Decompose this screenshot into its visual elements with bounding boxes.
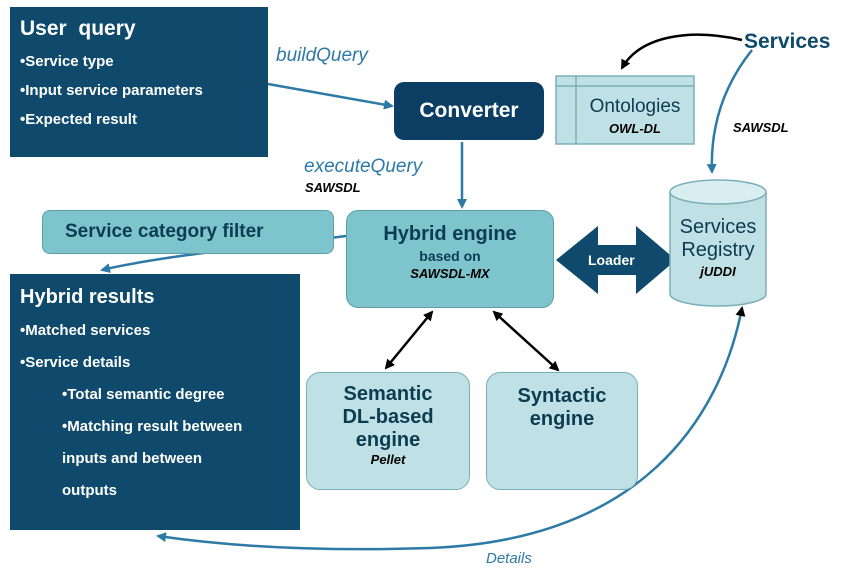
semantic-engine-line3: engine xyxy=(355,429,421,451)
hybrid-engine-title: Hybrid engine xyxy=(383,223,517,245)
syntactic-engine-line2: engine xyxy=(529,408,595,430)
services-to-registry-arrow xyxy=(706,49,753,174)
loader-double-arrow xyxy=(556,226,676,294)
registry-sub: jUDDI xyxy=(700,264,736,279)
buildquery-arrow xyxy=(267,82,394,110)
hybrid-engine-box: Hybrid engine based on SAWSDL-MX xyxy=(346,210,554,308)
semantic-engine-box: Semantic DL-based engine Pellet xyxy=(306,372,470,490)
hybrid-results-continuation: outputs xyxy=(62,482,117,499)
hybrid-results-title: Hybrid results xyxy=(20,286,155,308)
semantic-engine-sub: Pellet xyxy=(370,452,406,467)
user-query-item: •Service type xyxy=(20,53,114,70)
executequery-label: executeQuery xyxy=(304,156,423,177)
details-label: Details xyxy=(486,550,532,567)
hybrid-results-subitem: •Total semantic degree xyxy=(62,386,225,403)
semantic-engine-line1: Semantic xyxy=(343,383,433,405)
buildquery-label: buildQuery xyxy=(276,45,368,66)
service-category-filter-box: Service category filter xyxy=(42,210,334,254)
hybrid-results-continuation: inputs and between xyxy=(62,450,203,467)
loader-label: Loader xyxy=(588,252,635,268)
ontologies-label: Ontologies xyxy=(589,96,681,117)
hybrid-engine-based-on: based on xyxy=(419,248,481,264)
syntactic-engine-line1: Syntactic xyxy=(517,385,607,407)
ontologies-text: Ontologies OWL-DL xyxy=(576,96,694,136)
hybrid-results-item: •Service details xyxy=(20,354,131,371)
registry-line2: Registry xyxy=(681,239,755,261)
user-query-panel: User query •Service type •Input service … xyxy=(10,7,268,157)
hybrid-engine-sub: SAWSDL-MX xyxy=(410,266,490,281)
registry-line1: Services xyxy=(679,216,757,238)
semantic-engine-line2: DL-based xyxy=(342,406,434,428)
hybrid-semantic-arrow xyxy=(384,310,434,370)
hybrid-syntactic-arrow xyxy=(492,310,560,372)
sawsdl-right-label: SAWSDL xyxy=(733,120,789,135)
hybrid-results-subitem: •Matching result between xyxy=(62,418,243,435)
service-category-filter-label: Service category filter xyxy=(65,221,264,242)
registry-text: Services Registry jUDDI xyxy=(670,216,766,279)
sawsdl-left-label: SAWSDL xyxy=(305,180,361,195)
user-query-title: User query xyxy=(20,17,136,40)
user-query-item: •Input service parameters xyxy=(20,82,203,99)
services-to-ontologies-arrow xyxy=(620,33,743,70)
converter-label: Converter xyxy=(419,99,519,122)
registry-cylinder xyxy=(669,179,767,307)
ontologies-box xyxy=(555,75,695,145)
converter-box: Converter xyxy=(394,82,544,140)
ontologies-sub: OWL-DL xyxy=(609,121,661,136)
details-arrow xyxy=(156,306,746,551)
syntactic-engine-box: Syntactic engine xyxy=(486,372,638,490)
services-label: Services xyxy=(744,30,831,53)
hybrid-results-item: •Matched services xyxy=(20,322,151,339)
hybrid-results-panel: Hybrid results •Matched services •Servic… xyxy=(10,274,300,530)
user-query-item: •Expected result xyxy=(20,111,137,128)
